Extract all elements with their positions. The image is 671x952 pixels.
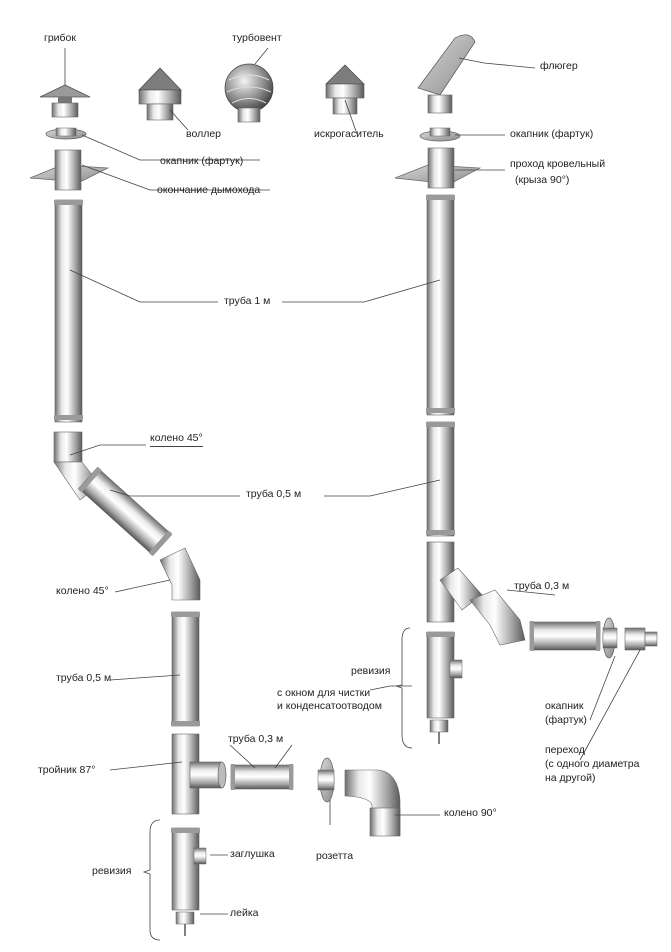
- label-truba-1m: труба 1 м: [224, 295, 271, 307]
- label-prohod-line1: проход кровельный: [510, 158, 606, 170]
- truba-05-diagonal: [77, 466, 173, 557]
- label-perehod-line3: на другой): [545, 772, 596, 784]
- label-rozetta: розетта: [316, 850, 354, 862]
- fluger-part: [417, 34, 476, 114]
- label-okapnik2-line1: окапник: [545, 700, 584, 712]
- label-okapnik2-line2: (фартук): [545, 714, 587, 726]
- koleno-90-part: [344, 769, 401, 837]
- gribok-cap: [39, 84, 91, 118]
- label-reviziya-right-sub1: с окном для чистки: [277, 687, 371, 699]
- label-koleno45-top: колено 45°: [150, 432, 203, 447]
- label-voller: воллер: [186, 128, 222, 140]
- iskrogasitel-part: [325, 64, 365, 115]
- label-leyka: лейка: [230, 907, 259, 919]
- label-reviziya-left: ревизия: [92, 865, 132, 877]
- label-koleno90: колено 90°: [444, 807, 497, 819]
- truba-03-right-part: [529, 621, 601, 651]
- troynik-right: [426, 541, 483, 623]
- koleno-right: [469, 589, 526, 646]
- rozetta-part: [317, 757, 335, 803]
- label-okonchanie: окончание дымохода: [157, 184, 261, 196]
- truba-05-vertical: [171, 611, 200, 727]
- label-zaglushka: заглушка: [230, 848, 275, 860]
- perehod-part: [624, 627, 658, 651]
- label-okapnik-right: окапник (фартук): [510, 128, 594, 140]
- label-truba03-bottom: труба 0,3 м: [228, 733, 284, 745]
- label-okapnik-left: окапник (фартук): [160, 155, 244, 167]
- label-perehod-line2: (с одного диаметра: [545, 758, 640, 770]
- okonchanie-part: [29, 149, 110, 191]
- leader-lines: [64, 47, 641, 941]
- turboduct-part: [224, 63, 274, 123]
- okapnik-left-part: [45, 127, 87, 140]
- koleno-45-lower: [159, 547, 201, 601]
- reviziya-left-part: [171, 827, 207, 936]
- truba-1m-left: [54, 199, 83, 423]
- label-reviziya-right-text: ревизия: [351, 665, 391, 677]
- label-koleno45-left: колено 45°: [56, 585, 109, 597]
- prohod-part: [394, 147, 482, 189]
- label-truba05-left: труба 0,5 м: [56, 672, 112, 684]
- label-truba03-right: труба 0,3 м: [514, 580, 570, 592]
- okapnik2-part: [602, 617, 618, 659]
- truba-03-horizontal: [230, 764, 294, 790]
- label-troynik: тройник 87°: [38, 764, 96, 776]
- voller-part: [138, 67, 182, 121]
- label-truba05-mid: труба 0,5 м: [246, 488, 302, 500]
- label-turboduct: турбовент: [232, 32, 282, 44]
- okapnik-right-part: [419, 127, 461, 142]
- truba-1m-right: [426, 194, 455, 416]
- label-fluger: флюгер: [540, 60, 578, 72]
- label-prohod-line2: (крыза 90°): [515, 174, 570, 186]
- troynik-87: [171, 733, 227, 815]
- label-iskrogasitel: искрогаситель: [314, 128, 384, 140]
- truba-05-right: [426, 421, 455, 537]
- label-perehod-line1: переход: [545, 744, 585, 756]
- label-gribok: грибок: [44, 32, 76, 44]
- label-reviziya-right-sub2: и конденсатоотводом: [277, 700, 382, 712]
- reviziya-right-part: [426, 631, 463, 744]
